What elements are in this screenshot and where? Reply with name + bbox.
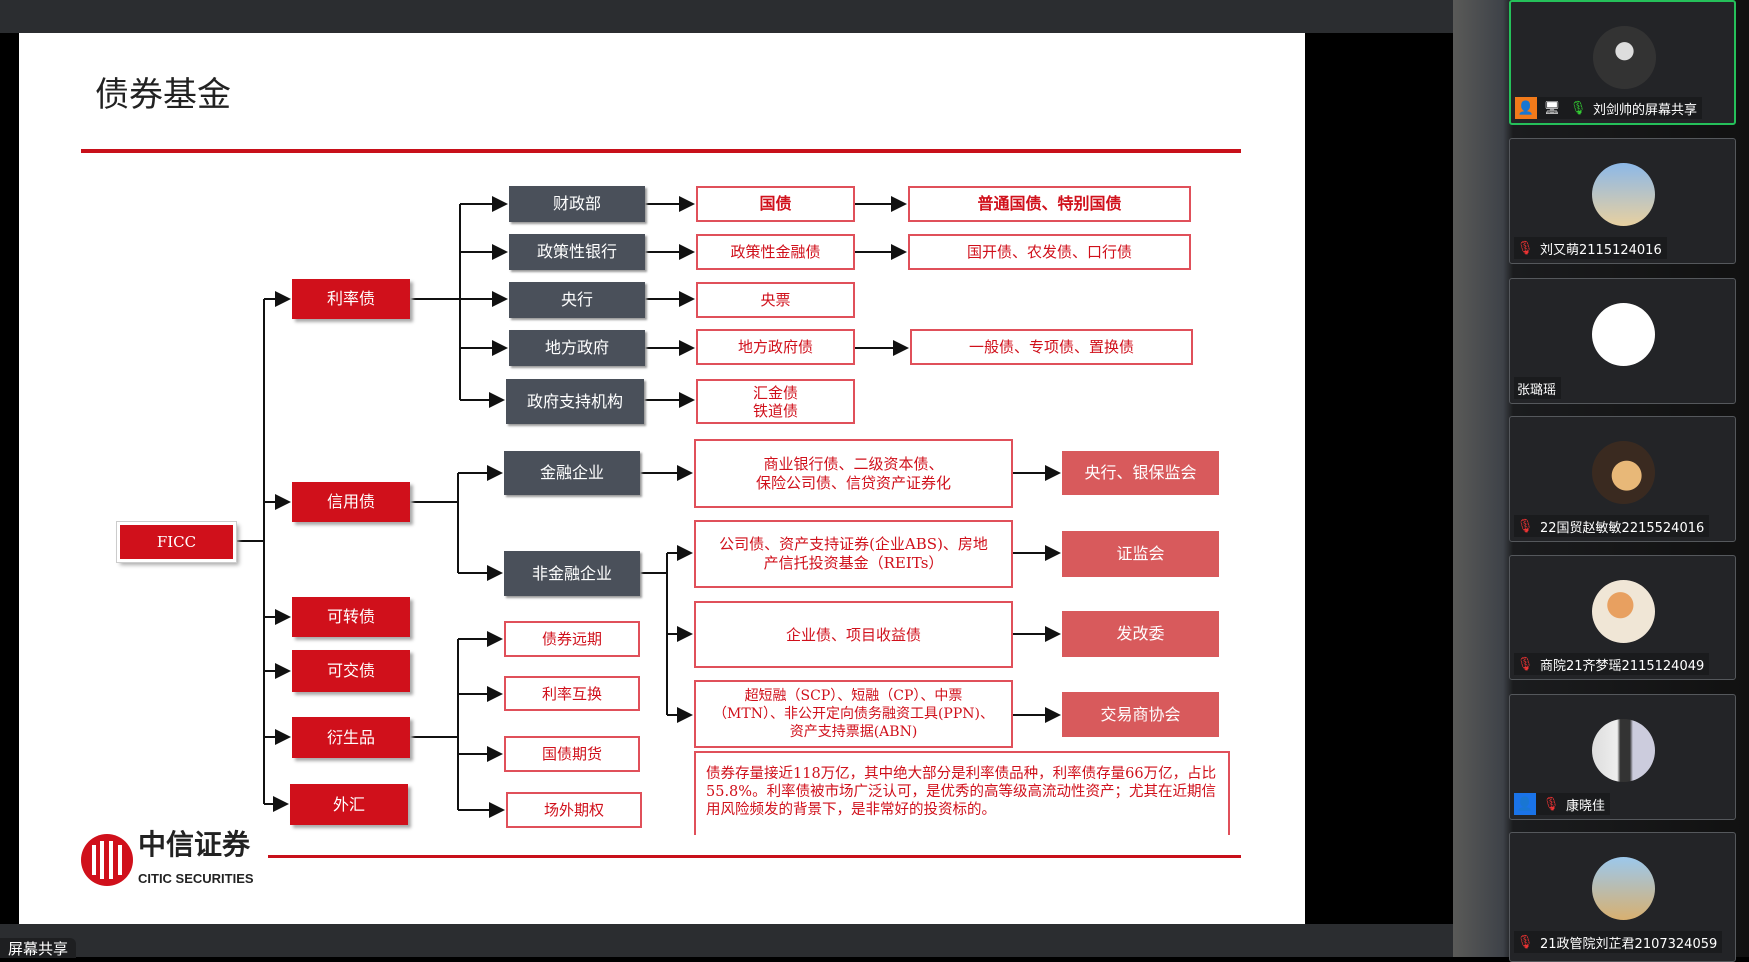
slide-title: 债券基金 [95,75,231,115]
connector-lines [236,196,1061,818]
node-local-gov-bonds: 地方政府债 [696,329,855,365]
node-non-financial-corporates: 非金融企业 [504,551,640,596]
node-rate-bonds: 利率债 [292,279,410,319]
node-gov-supported-agencies: 政府支持机构 [506,379,644,424]
participant-label: 🎙 商院21齐梦瑶2115124049 [1514,653,1710,675]
mic-muted-icon: 🎙 [1516,656,1534,672]
mic-muted-icon: 🎙 [1516,934,1534,950]
node-derivatives: 衍生品 [292,717,410,758]
cohost-icon: 👤 [1514,793,1536,815]
node-huijin-railway-bonds: 汇金债 铁道债 [696,379,855,424]
bottom-bar [0,924,1453,957]
node-treasury-bonds: 国债 [696,186,855,222]
participant-name: 商院21齐梦瑶2115124049 [1540,658,1705,674]
participant-label: 👤 🖥 🎙 刘剑帅的屏幕共享 [1515,97,1703,119]
shared-slide: 债券基金 FICC 利率债 信用债 可转债 可交债 衍生品 外汇 财政部 政策性… [19,33,1305,924]
node-central-bank: 央行 [509,282,645,318]
node-ficc: FICC [116,521,237,563]
avatar [1592,857,1655,920]
participant-tile[interactable]: 张璐瑶 [1509,278,1736,404]
participant-name: 刘剑帅的屏幕共享 [1593,102,1698,118]
node-local-bond-types: 一般债、专项债、置换债 [910,329,1193,365]
participant-label: 🎙 22国贸赵敏敏2215524016 [1514,515,1710,537]
regulator-nafmii: 交易商协会 [1062,692,1219,737]
participant-tile[interactable]: 🎙 商院21齐梦瑶2115124049 [1509,555,1736,680]
node-interest-rate-swaps: 利率互换 [504,676,640,711]
node-fx: 外汇 [290,784,408,825]
avatar [1592,719,1655,782]
regulator-ndrc: 发改委 [1062,611,1219,657]
participant-tile[interactable]: 🎙 22国贸赵敏敏2215524016 [1509,416,1736,542]
mic-muted-icon: 🎙 [1516,518,1534,534]
participant-tile[interactable]: 🎙 刘又萌2115124016 [1509,138,1736,264]
logo-chinese: 中信证券 [138,828,251,861]
node-cp-mtn-ppn-abn: 超短融（SCP）、短融（CP）、中票 （MTN）、非公开定向债务融资工具(PPN… [694,680,1013,748]
node-convertible-bonds: 可转债 [292,597,410,637]
participant-label: 张璐瑶 [1514,377,1562,399]
mic-on-icon: 🎙 [1569,100,1587,116]
node-exchangeable-bonds: 可交债 [292,650,410,692]
node-local-government: 地方政府 [509,330,645,366]
node-financial-bonds: 商业银行债、二级资本债、 保险公司债、信贷资产证券化 [694,439,1013,508]
node-central-bank-bills: 央票 [696,282,855,318]
participant-label: 🎙 刘又萌2115124016 [1514,237,1667,259]
avatar [1592,163,1655,226]
node-otc-options: 场外期权 [506,792,642,828]
node-policy-financial-bonds: 政策性金融债 [696,234,855,270]
node-financial-corporates: 金融企业 [504,451,640,495]
participant-name: 21政管院刘芷君2107324059 [1540,936,1718,952]
citic-logo-icon [81,834,133,886]
logo-english: CITIC SECURITIES [138,871,254,886]
node-enterprise-bonds: 企业债、项目收益债 [694,601,1013,668]
participant-name: 22国贸赵敏敏2215524016 [1540,520,1705,536]
host-icon: 👤 [1515,97,1537,119]
avatar [1592,580,1655,643]
participant-name: 刘又萌2115124016 [1540,242,1662,258]
participant-name: 康晓佳 [1566,798,1606,814]
top-bar [0,0,1453,33]
summary-note: 债券存量接近118万亿，其中绝大部分是利率债品种，利率债存量66万亿，占比55.… [694,751,1230,835]
node-treasury-types: 普通国债、特别国债 [908,186,1191,222]
participant-tile[interactable]: 👤 🖥 🎙 刘剑帅的屏幕共享 [1509,0,1736,125]
footer-divider [268,855,1241,858]
participant-tile[interactable]: 🎙 21政管院刘芷君2107324059 [1509,832,1736,962]
node-treasury-futures: 国债期货 [504,736,640,772]
citic-logo: 中信证券 CITIC SECURITIES [80,829,268,891]
bottom-share-label: 屏幕共享 [0,938,77,958]
title-divider [81,149,1241,153]
screen-share-icon: 🖥 [1543,100,1561,116]
node-corporate-abs-reits: 公司债、资产支持证券(企业ABS)、房地 产信托投资基金（REITs） [694,520,1013,588]
mic-muted-icon: 🎙 [1516,240,1534,256]
node-policy-bank-types: 国开债、农发债、口行债 [908,234,1191,270]
participant-label: 👤 🎙 康晓佳 [1514,793,1611,815]
avatar [1593,26,1656,89]
participant-name: 张璐瑶 [1517,382,1557,398]
mic-muted-icon: 🎙 [1542,796,1560,812]
participant-tile[interactable]: 👤 🎙 康晓佳 [1509,694,1736,820]
avatar [1592,303,1655,366]
participant-label: 🎙 21政管院刘芷君2107324059 [1514,931,1723,953]
regulator-pboc-cbirc: 央行、银保监会 [1062,451,1219,495]
node-bond-forwards: 债券远期 [504,621,640,657]
node-credit-bonds: 信用债 [292,482,410,522]
node-ministry-of-finance: 财政部 [509,186,645,222]
avatar [1592,441,1655,504]
node-policy-banks: 政策性银行 [509,234,645,270]
regulator-csrc: 证监会 [1062,531,1219,577]
